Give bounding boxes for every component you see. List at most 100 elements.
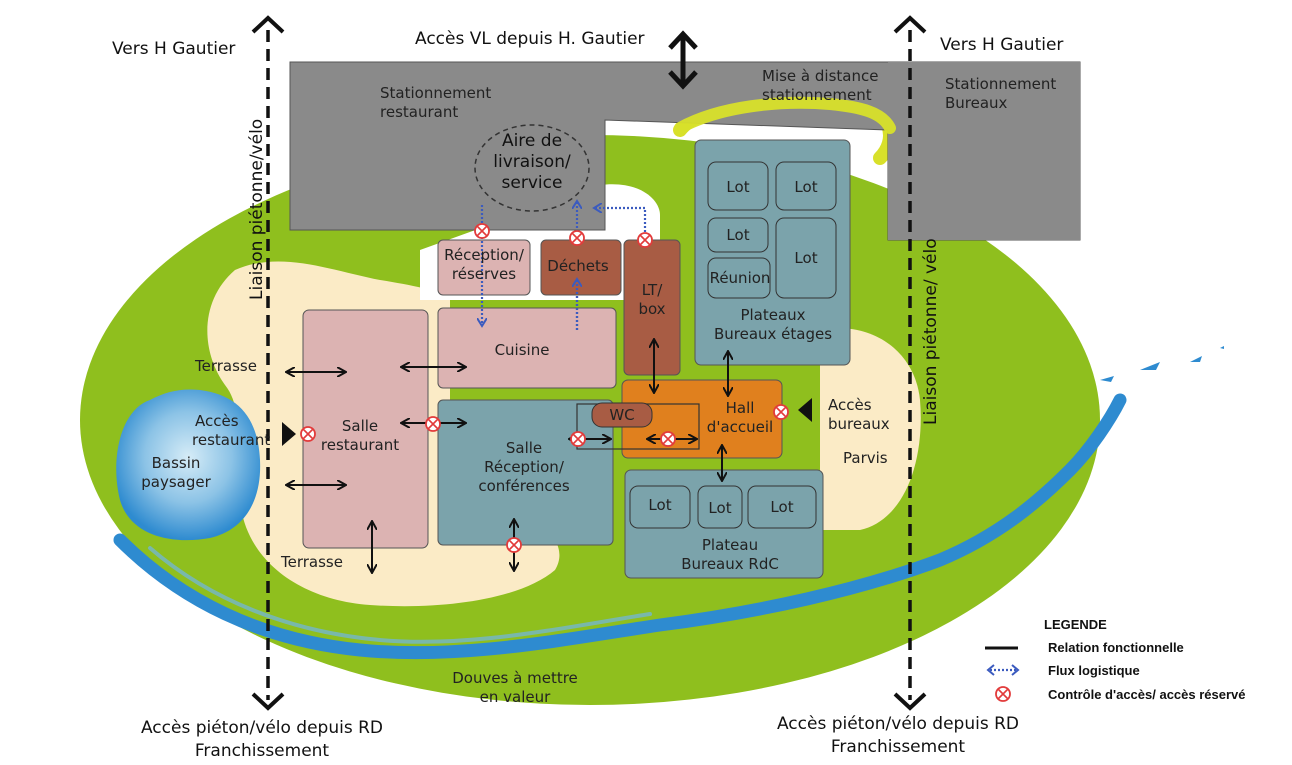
- control-icon-dechets: [569, 230, 585, 246]
- label-salle-recep-1: Salle: [506, 439, 542, 457]
- label-plateaux-2: Bureaux étages: [714, 325, 832, 343]
- label-aire-2: livraison/: [493, 152, 571, 172]
- label-acces-bureaux-2: bureaux: [828, 415, 890, 433]
- legend-dotted-arrowhead-left: [986, 664, 995, 676]
- label-bottom-right-2: Franchissement: [831, 737, 966, 757]
- control-icon-wc-left: [570, 431, 586, 447]
- label-parvis: Parvis: [843, 449, 888, 467]
- label-terrasse-top: Terrasse: [194, 357, 257, 375]
- control-icon-reception-bottom: [506, 537, 522, 553]
- control-icon-lt: [637, 232, 653, 248]
- label-salle-recep-3: conférences: [478, 477, 569, 495]
- legend-control-icon: [995, 686, 1011, 702]
- label-vers-left: Vers H Gautier: [112, 39, 235, 59]
- control-icon-restaurant: [300, 426, 316, 442]
- label-reunion: Réunion: [710, 269, 771, 287]
- label-aire-1: Aire de: [502, 131, 562, 151]
- legend-dotted-arrowhead-right: [1011, 664, 1020, 676]
- label-hall-1: Hall: [726, 399, 755, 417]
- label-plateau-rdc-2: Bureaux RdC: [681, 555, 779, 573]
- label-bottom-left-2: Franchissement: [195, 741, 330, 761]
- label-reception-2: réserves: [452, 265, 516, 283]
- label-lot-rdc-2: Lot: [708, 499, 731, 517]
- label-acces-resto-2: restaurant: [192, 431, 270, 449]
- legend-item-flux: Flux logistique: [1048, 663, 1140, 678]
- block-reception-reserves: [437, 239, 531, 296]
- block-cuisine: [437, 307, 617, 389]
- legend-item-relation: Relation fonctionnelle: [1048, 640, 1184, 655]
- legend: LEGENDE Relation fonctionnelle Flux logi…: [985, 617, 1246, 702]
- label-plateau-rdc-1: Plateau: [702, 536, 758, 554]
- legend-title: LEGENDE: [1044, 617, 1107, 632]
- parking-bureaux-divider: [888, 62, 1080, 240]
- label-stat-bureaux-1: Stationnement: [945, 75, 1056, 93]
- label-aire-3: service: [502, 173, 563, 193]
- label-reception-1: Réception/: [444, 246, 525, 264]
- hedge-edge: [674, 96, 896, 134]
- aire-livraison: [474, 124, 590, 212]
- label-lot-rdc-1: Lot: [648, 496, 671, 514]
- lot-etage-4: [775, 217, 837, 299]
- arrowhead-right-bottom: [893, 692, 927, 711]
- block-wc: [591, 402, 653, 428]
- label-wc: WC: [609, 406, 634, 424]
- lot-etage-3: [707, 217, 769, 253]
- label-bassin-2: paysager: [141, 473, 211, 491]
- label-douves-2: en valeur: [480, 688, 551, 706]
- label-terrasse-bottom: Terrasse: [280, 553, 343, 571]
- reunion-room: [707, 257, 771, 299]
- label-stat-resto-2: restaurant: [380, 103, 458, 121]
- label-liaison-right: Liaison piétonne/ vélo: [921, 238, 941, 425]
- bassin-paysager: [116, 389, 261, 541]
- label-cuisine: Cuisine: [495, 341, 550, 359]
- sand-area-parvis: [820, 328, 921, 530]
- control-icon-reception: [474, 223, 490, 239]
- label-acces-resto-1: Accès: [195, 412, 239, 430]
- label-salle-recep-2: Réception/: [484, 458, 565, 476]
- douves-moat: [113, 393, 1127, 660]
- label-liaison-left: Liaison piétonne/vélo: [247, 119, 267, 300]
- lot-rdc-3: [747, 485, 817, 529]
- arrowhead-left-bottom: [251, 692, 285, 711]
- arrowhead-right-top: [893, 15, 927, 34]
- label-dechets: Déchets: [547, 257, 609, 275]
- entry-triangle-bureaux: [798, 398, 812, 422]
- label-lot-etage-3: Lot: [726, 226, 749, 244]
- douves-moat-inner: [148, 546, 652, 644]
- acces-vl-arrowhead-bottom: [668, 70, 698, 90]
- label-lt-2: box: [638, 300, 665, 318]
- lot-rdc-2: [697, 485, 743, 529]
- label-bottom-left-1: Accès piéton/vélo depuis RD: [141, 718, 383, 738]
- label-acces-vl: Accès VL depuis H. Gautier: [415, 29, 645, 49]
- lot-etage-1: [707, 161, 769, 211]
- label-lot-etage-1: Lot: [726, 178, 749, 196]
- label-mise-distance-2: stationnement: [762, 86, 872, 104]
- label-acces-bureaux-1: Accès: [828, 396, 872, 414]
- control-icon-salle-reception: [425, 416, 441, 432]
- water-splash-1: [1100, 346, 1224, 382]
- label-vers-right: Vers H Gautier: [940, 35, 1063, 55]
- lot-rdc-1: [629, 485, 691, 529]
- label-lot-etage-2: Lot: [794, 178, 817, 196]
- acces-vl-arrowhead-top: [668, 30, 698, 50]
- label-bassin-1: Bassin: [152, 454, 201, 472]
- legend-item-controle: Contrôle d'accès/ accès réservé: [1048, 687, 1246, 702]
- lot-etage-2: [775, 161, 837, 211]
- flux-lt-livraison: [595, 208, 647, 240]
- label-hall-2: d'accueil: [707, 418, 773, 436]
- entry-triangle-restaurant: [282, 422, 296, 446]
- arrowhead-left-top: [251, 15, 285, 34]
- label-douves-1: Douves à mettre: [452, 669, 578, 687]
- control-icon-hall: [773, 404, 789, 420]
- label-salle-resto-2: restaurant: [321, 436, 399, 454]
- label-mise-distance-1: Mise à distance: [762, 67, 878, 85]
- label-bottom-right-1: Accès piéton/vélo depuis RD: [777, 714, 1019, 734]
- label-stat-bureaux-2: Bureaux: [945, 94, 1008, 112]
- label-lot-rdc-3: Lot: [770, 498, 793, 516]
- label-lot-etage-4: Lot: [794, 249, 817, 267]
- label-lt-1: LT/: [642, 281, 663, 299]
- label-plateaux-1: Plateaux: [740, 306, 805, 324]
- label-stat-resto-1: Stationnement: [380, 84, 491, 102]
- label-salle-resto-1: Salle: [342, 417, 378, 435]
